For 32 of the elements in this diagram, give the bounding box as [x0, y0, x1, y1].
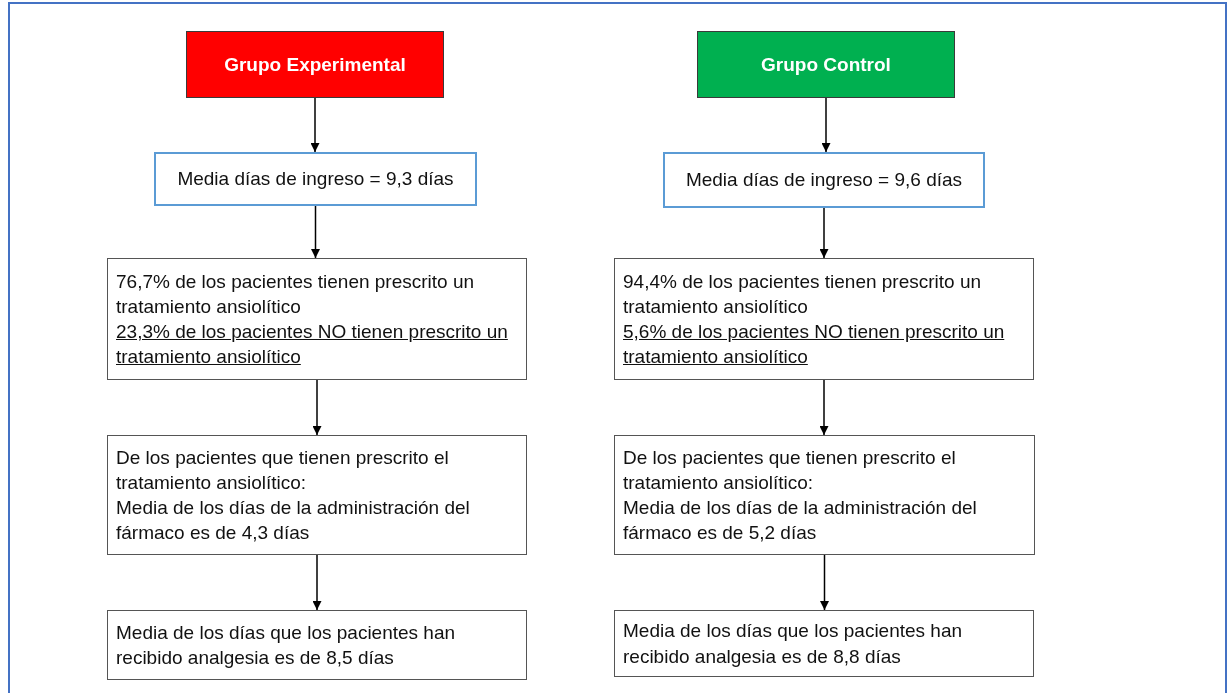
group-header-box	[697, 31, 955, 98]
box-text: Media de los días que los pacientes han recibido analgesia es de 8,5 días	[116, 620, 457, 670]
box-text: Media días de ingreso = 9,3 días	[177, 167, 454, 192]
process-box	[614, 435, 1035, 555]
box-text: Media de los días de la administración del fármaco es de 5,2 días	[623, 496, 978, 546]
group-title: Grupo Control	[761, 52, 891, 77]
box-text: 76,7% de los pacientes tienen prescrito un tratamiento ansiolítico	[116, 269, 476, 319]
arrow	[819, 379, 829, 436]
box-text: 5,6% de los pacientes NO tienen prescrito un tratamiento ansiolítico	[623, 320, 1006, 370]
arrow	[312, 554, 322, 611]
box-text: Media de los días de la administración del fármaco es de 4,3 días	[116, 496, 471, 546]
box-text: De los pacientes que tienen prescrito el tratamiento ansiolítico:	[116, 445, 450, 495]
box-text: Media días de ingreso = 9,6 días	[685, 168, 963, 193]
box-text: De los pacientes que tienen prescrito el tratamiento ansiolítico:	[623, 445, 957, 495]
process-box	[663, 152, 985, 208]
group-header-box	[186, 31, 444, 98]
arrow	[310, 97, 320, 153]
arrow	[821, 97, 831, 153]
box-text: Media de los días que los pacientes han recibido analgesia es de 8,8 días	[623, 619, 964, 669]
arrow	[311, 205, 320, 259]
arrow	[819, 207, 829, 259]
process-box	[614, 610, 1034, 677]
process-box	[154, 152, 477, 206]
box-text: 23,3% de los pacientes NO tienen prescrito un tratamiento ansiolítico	[116, 320, 509, 370]
box-text: 94,4% de los pacientes tienen prescrito un tratamiento ansiolítico	[623, 269, 983, 319]
process-box	[107, 435, 527, 555]
process-box	[614, 258, 1034, 380]
arrow	[312, 379, 322, 436]
process-box	[107, 610, 527, 680]
group-title: Grupo Experimental	[224, 52, 406, 77]
arrow	[820, 554, 829, 611]
process-box	[107, 258, 527, 380]
